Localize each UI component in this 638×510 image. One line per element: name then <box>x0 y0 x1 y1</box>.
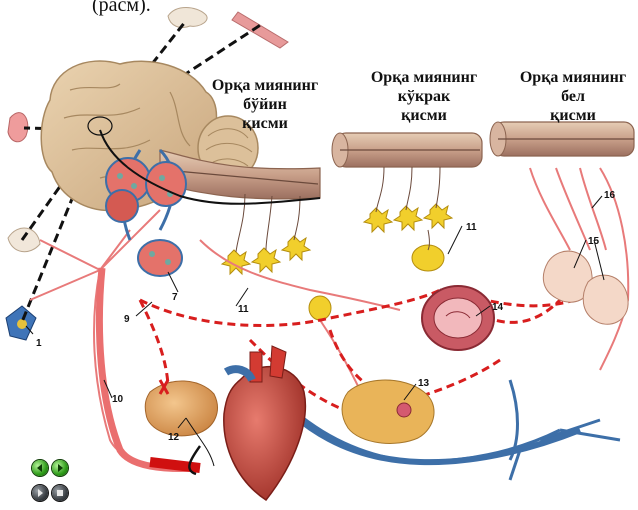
stop-button[interactable] <box>52 485 68 501</box>
header-sacral: Орқа миянинг бел қисми <box>508 68 638 125</box>
label-9: 9 <box>124 314 130 325</box>
pancreas-illustration <box>145 380 217 436</box>
rewind-icon <box>32 460 48 476</box>
stop-icon <box>52 485 68 501</box>
vagus-highlight <box>150 462 200 468</box>
label-10: 10 <box>112 394 124 405</box>
header-thoracic: Орқа миянинг кўкрак қисми <box>346 68 502 125</box>
spinal-cord-thoracic <box>332 133 482 167</box>
trachea-icon <box>232 12 288 48</box>
label-7: 7 <box>172 292 178 303</box>
label-14: 14 <box>492 302 504 313</box>
label-16: 16 <box>604 190 616 201</box>
play-icon <box>32 485 48 501</box>
eye-icon <box>6 306 36 340</box>
forward-icon <box>52 460 68 476</box>
eye-muscle-icon <box>168 8 207 28</box>
label-15: 15 <box>588 236 600 247</box>
rewind-button[interactable] <box>32 460 48 476</box>
heart-illustration <box>224 346 306 500</box>
label-12: 12 <box>168 432 180 443</box>
play-button[interactable] <box>32 485 48 501</box>
cervical-ganglion <box>309 296 331 320</box>
tongue-icon <box>8 228 40 252</box>
label-1: 1 <box>36 338 42 349</box>
salivary-gland-clusters <box>106 158 186 276</box>
label-11-b: 11 <box>466 222 477 233</box>
label-11-a: 11 <box>238 304 249 315</box>
adrenal-organ-illustration <box>342 380 434 443</box>
intestine-cross-section <box>422 286 494 350</box>
forward-button[interactable] <box>52 460 68 476</box>
label-13: 13 <box>418 378 430 389</box>
spinal-cord-sacral <box>490 122 634 156</box>
vagus-nerve-trunk <box>99 268 198 468</box>
kidneys-illustration <box>543 251 628 324</box>
header-lumbar: Орқа миянинг бўйин қисми <box>190 76 340 133</box>
sympathetic-ganglion-chain-cervical <box>222 236 310 274</box>
